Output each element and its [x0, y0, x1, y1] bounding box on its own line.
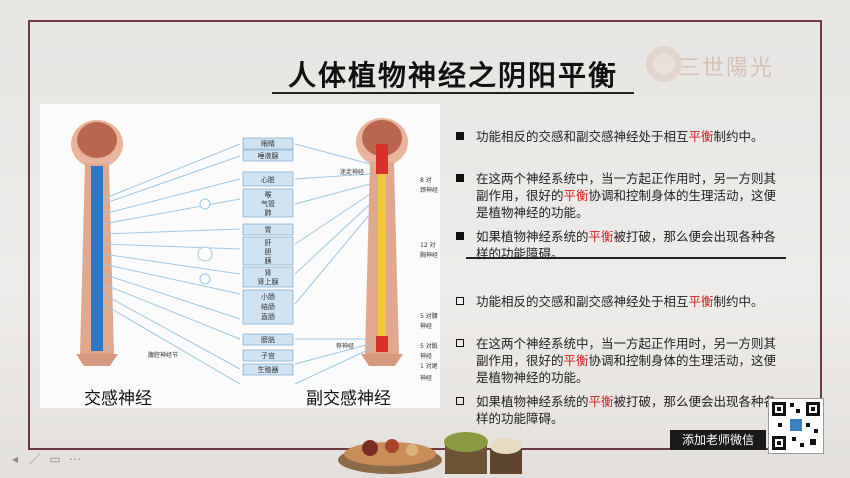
- organ-boxes: 眼睛 唾液腺 心脏 喉 气管 肺 胃 肝 胆 胰 肾 肾上腺 小肠: [242, 137, 294, 376]
- bullet-item: 功能相反的交感和副交感神经处于相互平衡制约中。: [456, 293, 786, 310]
- region-label: 12 对: [420, 241, 436, 249]
- pen-icon[interactable]: ／: [28, 452, 41, 466]
- organ-label: 喉: [265, 190, 272, 199]
- region-label: 5 对骶: [420, 342, 438, 350]
- bullet-item: 在这两个神经系统中，当一方起正作用时，另一方则其副作用，很好的平衡协调和控制身体…: [456, 170, 786, 221]
- organ-label: 胰: [265, 256, 272, 265]
- parasympathetic-label: 副交感神经: [306, 389, 391, 409]
- region-label: 5 对腰: [420, 312, 438, 320]
- section-divider: [466, 257, 786, 259]
- logo-text: 三世陽光: [678, 56, 775, 81]
- ganglia: [197, 198, 213, 285]
- hollow-square-bullet-icon: [456, 397, 464, 405]
- organ-label: 子宫: [261, 351, 275, 360]
- frame-left-border: [28, 20, 30, 450]
- region-label: 迷走神经: [340, 168, 364, 176]
- bullet-item: 如果植物神经系统的平衡被打破，那么便会出现各种各样的功能障碍。: [456, 393, 786, 427]
- square-bullet-icon: [456, 232, 464, 240]
- organ-label: 直肠: [261, 312, 275, 321]
- slides-grid-icon[interactable]: ▭: [49, 452, 61, 466]
- organ-label: 唾液腺: [258, 151, 279, 160]
- organ-label: 肾: [265, 268, 272, 277]
- region-labels: 腹腔神经节 迷走神经 8 对 颈神经 12 对 胸神经 5 对腰 神经 荐神经 …: [148, 168, 438, 382]
- sacral-origin: [376, 336, 388, 352]
- region-label: 荐神经: [336, 342, 354, 350]
- nervous-system-diagram: 眼睛 唾液腺 心脏 喉 气管 肺 胃 肝 胆 胰 肾 肾上腺 小肠: [71, 118, 438, 385]
- presentation-toolbar: ◂ ／ ▭ ⋯: [8, 452, 98, 468]
- menu-icon[interactable]: ⋯: [69, 452, 81, 466]
- title-underline: 人体植物神经之阴阳平衡: [272, 52, 634, 94]
- frame-top-border: [28, 20, 822, 22]
- organ-label: 生殖器: [258, 365, 279, 374]
- organ-label: 心脏: [261, 175, 275, 184]
- organ-label: 肺: [265, 209, 272, 217]
- region-label: 胸神经: [420, 251, 438, 259]
- qr-code-icon[interactable]: [768, 398, 824, 454]
- region-label: 1 对尾: [420, 362, 438, 370]
- sympathetic-chain: [91, 166, 103, 351]
- region-label: 神经: [420, 352, 432, 360]
- herbs-decoration-icon: [338, 432, 522, 474]
- wechat-button[interactable]: 添加老师微信: [670, 430, 766, 450]
- nervous-system-figure: 眼睛 唾液腺 心脏 喉 气管 肺 胃 肝 胆 胰 肾 肾上腺 小肠: [40, 104, 440, 409]
- ganglion-label: 腹腔神经节: [148, 351, 178, 359]
- organ-label: 膀胱: [261, 335, 275, 344]
- frame-right-border: [820, 20, 822, 450]
- bullet-item: 功能相反的交感和副交感神经处于相互平衡制约中。: [456, 128, 786, 145]
- organ-label: 小肠: [261, 292, 275, 301]
- hollow-square-bullet-icon: [456, 297, 464, 305]
- slide-title: 人体植物神经之阴阳平衡: [287, 59, 618, 92]
- region-label: 神经: [420, 374, 432, 382]
- organ-label: 气管: [261, 199, 275, 208]
- organ-label: 肝: [265, 239, 272, 247]
- square-bullet-icon: [456, 174, 464, 182]
- region-label: 8 对: [420, 176, 432, 184]
- prev-slide-icon[interactable]: ◂: [11, 452, 19, 466]
- hollow-square-bullet-icon: [456, 339, 464, 347]
- vagus-origin: [376, 144, 388, 174]
- parasympathetic-body: [356, 118, 408, 366]
- organ-label: 结肠: [261, 302, 275, 311]
- organ-label: 胃: [265, 226, 272, 234]
- square-bullet-icon: [456, 132, 464, 140]
- organ-label: 肾上腺: [258, 277, 279, 286]
- region-label: 神经: [420, 322, 432, 330]
- logo-seal-icon: [646, 46, 682, 82]
- sympathetic-label: 交感神经: [84, 389, 152, 409]
- sympathetic-body: [71, 120, 123, 366]
- organ-label: 眼睛: [261, 139, 275, 148]
- bullet-item: 在这两个神经系统中，当一方起正作用时，另一方则其副作用，很好的平衡协调和控制身体…: [456, 335, 786, 386]
- organ-label: 胆: [265, 248, 272, 256]
- region-label: 颈神经: [420, 186, 438, 194]
- nerve-connections: [102, 143, 371, 385]
- spinal-cord: [378, 174, 386, 352]
